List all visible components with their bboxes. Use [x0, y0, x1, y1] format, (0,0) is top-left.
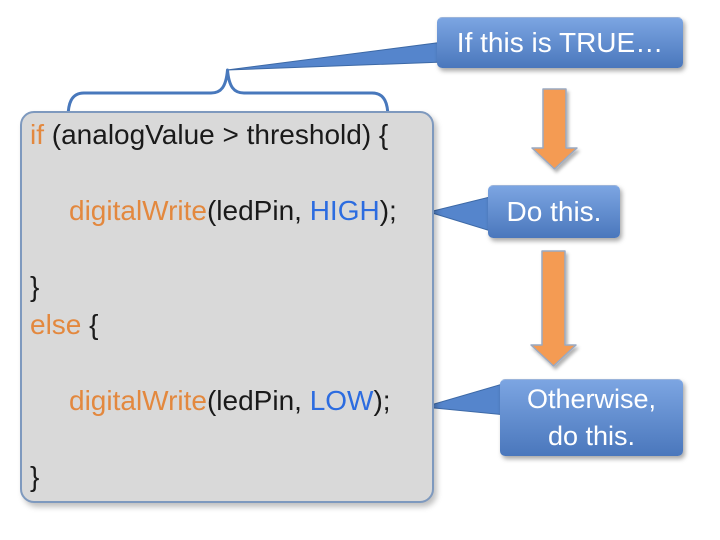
code-line: [30, 420, 432, 458]
callout-do-this: Do this.: [488, 185, 620, 238]
callout-otherwise-line1: Otherwise,: [526, 384, 657, 414]
callout-if-true: If this is TRUE…: [437, 17, 683, 68]
code-line: }: [30, 458, 432, 496]
code-segment: }: [30, 461, 40, 492]
down-arrow-2-icon: [530, 250, 577, 367]
code-line: digitalWrite(ledPin, LOW);: [30, 382, 432, 420]
code-lines: if (analogValue > threshold) { digitalWr…: [22, 113, 432, 496]
code-segment: LOW: [309, 385, 374, 416]
callout-otherwise: Otherwise, do this.: [500, 379, 683, 456]
code-line: [30, 230, 432, 268]
code-segment: digitalWrite: [69, 195, 207, 226]
callout-pointer-if-true: [226, 41, 445, 71]
callout-pointer-do-this: [427, 195, 495, 233]
top-brace: [66, 68, 390, 120]
code-segment: else: [30, 309, 82, 340]
code-line: [30, 154, 432, 192]
code-segment: HIGH: [309, 195, 380, 226]
code-segment: (ledPin,: [206, 195, 310, 226]
code-block: if (analogValue > threshold) { digitalWr…: [20, 111, 434, 503]
callout-do-this-label: Do this.: [506, 196, 602, 227]
code-segment: );: [373, 385, 391, 416]
code-segment: digitalWrite: [69, 385, 207, 416]
code-line: if (analogValue > threshold) {: [30, 116, 432, 154]
code-segment: );: [379, 195, 397, 226]
code-segment: {: [81, 309, 99, 340]
code-line: [30, 344, 432, 382]
code-segment: }: [30, 271, 40, 302]
callout-otherwise-line2: do this.: [547, 421, 636, 451]
code-segment: if: [30, 119, 44, 150]
down-arrow-1-icon: [531, 88, 578, 170]
code-line: else {: [30, 306, 432, 344]
callout-pointer-otherwise: [423, 382, 507, 416]
code-segment: (analogValue > threshold) {: [44, 119, 389, 150]
code-line: }: [30, 268, 432, 306]
code-line: digitalWrite(ledPin, HIGH);: [30, 192, 432, 230]
callout-if-true-label: If this is TRUE…: [456, 27, 664, 58]
code-segment: (ledPin,: [206, 385, 310, 416]
